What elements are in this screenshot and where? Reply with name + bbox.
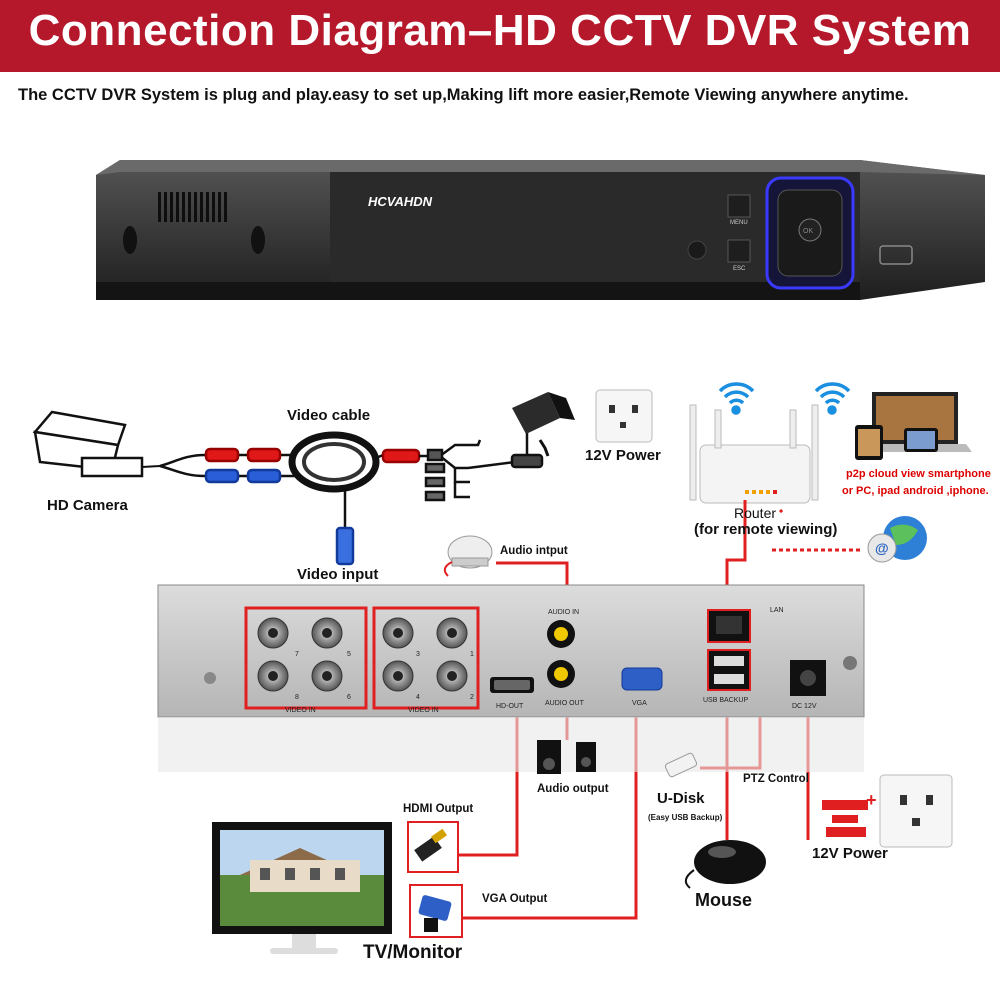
mouse-label: Mouse (695, 890, 753, 910)
video-in-label-left: VIDEO IN (285, 707, 316, 714)
power-polarity-icon: + (822, 790, 877, 837)
power-adapter (512, 392, 575, 457)
p2p-line1: p2p cloud view smartphone (846, 468, 991, 480)
video-in-label-right: VIDEO IN (408, 707, 439, 714)
ok-label: OK (803, 228, 813, 235)
ch-label: 4 (416, 694, 420, 701)
video-power-cable (159, 422, 544, 566)
microphone-icon (443, 535, 493, 577)
router (689, 404, 819, 504)
audio-output-label: Audio output (537, 783, 609, 795)
power-top-label: 12V Power (585, 447, 661, 464)
audio-input-label: Audio intput (500, 545, 568, 557)
ch-label: 5 (347, 651, 351, 658)
vga-label: VGA (632, 700, 647, 707)
subtitle: The CCTV DVR System is plug and play.eas… (18, 86, 909, 104)
wifi-icon (718, 382, 851, 415)
power-bottom-label: 12V Power (812, 845, 888, 862)
dc-label: DC 12V (792, 703, 817, 710)
usb-disk-icon (664, 752, 698, 778)
wall-outlet-bottom (879, 774, 953, 848)
ch-label: 6 (347, 694, 351, 701)
title-banner (0, 0, 1000, 72)
router-label: Router (734, 505, 777, 521)
mouse-icon (684, 840, 766, 889)
ch-label: 3 (416, 651, 420, 658)
vga-connector-icon (409, 884, 463, 938)
wall-outlet-top (595, 389, 653, 443)
ch-label: 2 (470, 694, 474, 701)
video-cable-label: Video cable (287, 407, 371, 424)
tv-monitor-label: TV/Monitor (363, 942, 463, 963)
esc-label: ESC (733, 266, 746, 272)
dvr-brand: HCVAHDN (368, 194, 433, 209)
lan-label: LAN (770, 607, 784, 614)
hd-out-label: HD-OUT (496, 703, 524, 710)
router-note-label: (for remote viewing) (694, 521, 838, 538)
dvr-front-unit: HCVAHDN MENU ESC OK (96, 160, 985, 300)
hd-camera-label: HD Camera (47, 497, 128, 514)
ch-label: 8 (295, 694, 299, 701)
video-input-label: Video input (297, 566, 379, 583)
u-disk-label: U-Disk (657, 790, 705, 807)
u-disk-note-label: (Easy USB Backup) (648, 813, 723, 822)
menu-label: MENU (730, 220, 748, 226)
back-panel-labels: VIDEO IN VIDEO IN 7 5 8 6 3 1 4 2 AUDIO … (285, 607, 817, 714)
remote-devices-icon (855, 392, 972, 460)
tv-monitor (212, 822, 392, 954)
page-title: Connection Diagram–HD CCTV DVR System (28, 6, 972, 55)
svg-text:+: + (866, 790, 877, 810)
svg-text:@: @ (875, 540, 889, 556)
hdmi-output-label: HDMI Output (403, 803, 474, 815)
ch-label: 1 (470, 651, 474, 658)
p2p-line2: or PC, ipad android ,iphone. (842, 485, 989, 497)
vga-output-label: VGA Output (482, 893, 548, 905)
usb-label: USB BACKUP (703, 697, 748, 704)
speaker-icon (537, 740, 596, 774)
audio-out-label: AUDIO OUT (545, 700, 585, 707)
audio-in-label: AUDIO IN (548, 609, 579, 616)
dvr-back-panel (157, 584, 865, 772)
ch-label: 7 (295, 651, 299, 658)
hdmi-connector-icon (407, 821, 459, 873)
hd-camera (32, 410, 161, 478)
ptz-control-label: PTZ Control (743, 773, 809, 785)
internet-globe-icon: @ (867, 516, 927, 563)
